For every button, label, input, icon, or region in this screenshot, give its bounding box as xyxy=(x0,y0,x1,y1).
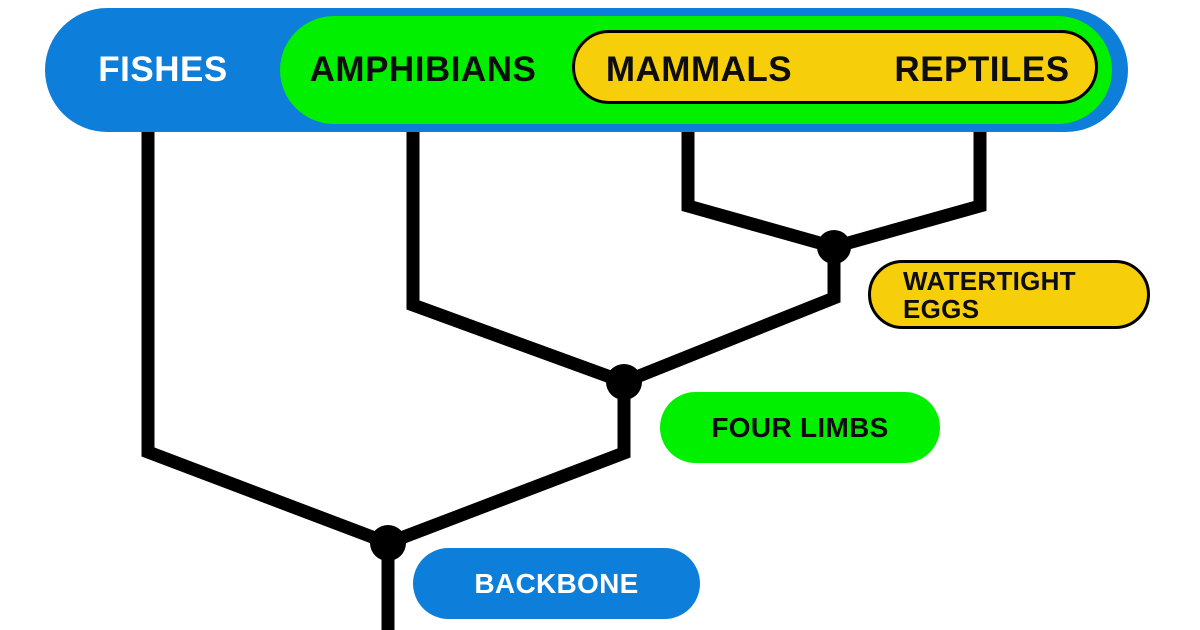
stem-watertight-eggs xyxy=(621,247,841,389)
trait-label-four-limbs: FOUR LIMBS xyxy=(711,411,889,443)
branch-amphibians xyxy=(406,126,627,389)
trait-label-backbone: BACKBONE xyxy=(474,567,639,599)
trait-label-watertight-line1: WATERTIGHT xyxy=(903,265,1076,296)
trait-pill-watertight-eggs: WATERTIGHT EGGS xyxy=(868,260,1150,329)
trait-pill-backbone: BACKBONE xyxy=(413,548,700,619)
node-watertight-eggs xyxy=(817,230,851,264)
branch-mammals xyxy=(681,126,836,254)
node-backbone xyxy=(370,525,406,561)
group-label-fishes: FISHES xyxy=(98,50,228,89)
trait-label-watertight-line2: EGGS xyxy=(903,293,980,324)
group-label-reptiles: REPTILES xyxy=(894,50,1070,89)
group-label-mammals: MAMMALS xyxy=(605,50,793,89)
branch-reptiles xyxy=(832,126,987,254)
node-four-limbs xyxy=(606,364,642,400)
branch-fishes xyxy=(141,126,391,550)
stem-four-limbs xyxy=(385,382,631,550)
group-band-watertight-egg-animals xyxy=(572,30,1098,104)
group-label-amphibians: AMPHIBIANS xyxy=(309,50,537,89)
trait-pill-four-limbs: FOUR LIMBS xyxy=(660,392,940,463)
